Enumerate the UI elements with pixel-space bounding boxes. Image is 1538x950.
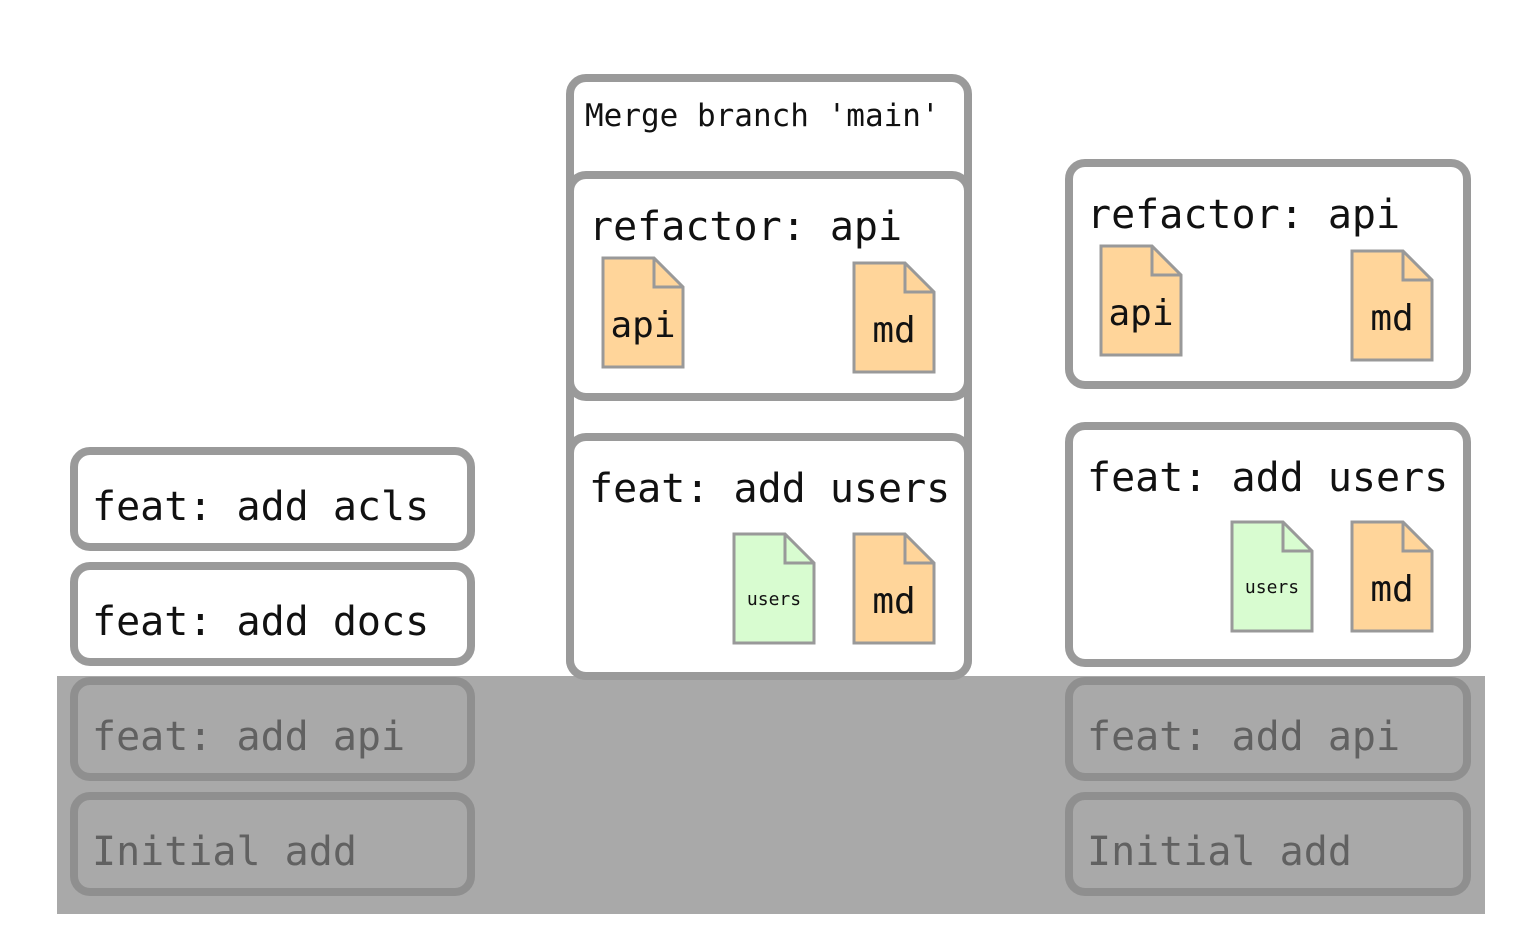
commit-box-feat-add-users: feat: add users users md: [566, 433, 972, 680]
commit-box-feat-add-api: feat: add api: [1065, 677, 1471, 781]
commit-message: feat: add api: [1087, 714, 1401, 760]
commit-box-feat-add-docs: feat: add docs: [70, 562, 475, 666]
file-icon-md: md: [852, 261, 936, 374]
commit-box-refactor-api: refactor: api api md: [1065, 159, 1471, 389]
commit-message: feat: add users: [589, 466, 951, 512]
commit-message: feat: add acls: [92, 484, 430, 530]
file-icon-md: md: [852, 532, 936, 645]
commit-box-feat-add-api: feat: add api: [70, 677, 475, 781]
commit-message: Initial add: [1087, 829, 1352, 875]
file-icon-md: md: [1350, 249, 1434, 362]
file-name: md: [1370, 569, 1414, 610]
commit-box-feat-add-acls: feat: add acls: [70, 447, 475, 551]
commit-message: feat: add docs: [92, 599, 430, 645]
commit-message: Initial add: [92, 829, 357, 875]
commit-message: refactor: api: [1087, 192, 1401, 238]
file-icon-md: md: [1350, 520, 1434, 633]
file-icon-api: api: [601, 256, 685, 369]
merge-commit-message: Merge branch 'main': [585, 98, 940, 134]
file-name: md: [872, 310, 916, 351]
file-name: api: [1108, 293, 1174, 334]
file-name: md: [872, 581, 916, 622]
file-name: md: [1370, 298, 1414, 339]
file-icon-api: api: [1099, 244, 1183, 357]
commit-message: feat: add api: [92, 714, 406, 760]
commit-box-initial-add: Initial add: [1065, 792, 1471, 896]
commit-box-initial-add: Initial add: [70, 792, 475, 896]
file-name: users: [1244, 577, 1300, 598]
commit-message: refactor: api: [589, 204, 903, 250]
file-name: users: [746, 589, 802, 610]
file-icon-users: users: [732, 532, 816, 645]
commit-box-refactor-api: refactor: api api md: [566, 171, 972, 401]
file-name: api: [610, 305, 676, 346]
commit-box-feat-add-users: feat: add users users md: [1065, 422, 1471, 667]
file-icon-users: users: [1230, 520, 1314, 633]
commit-message: feat: add users: [1087, 455, 1449, 501]
